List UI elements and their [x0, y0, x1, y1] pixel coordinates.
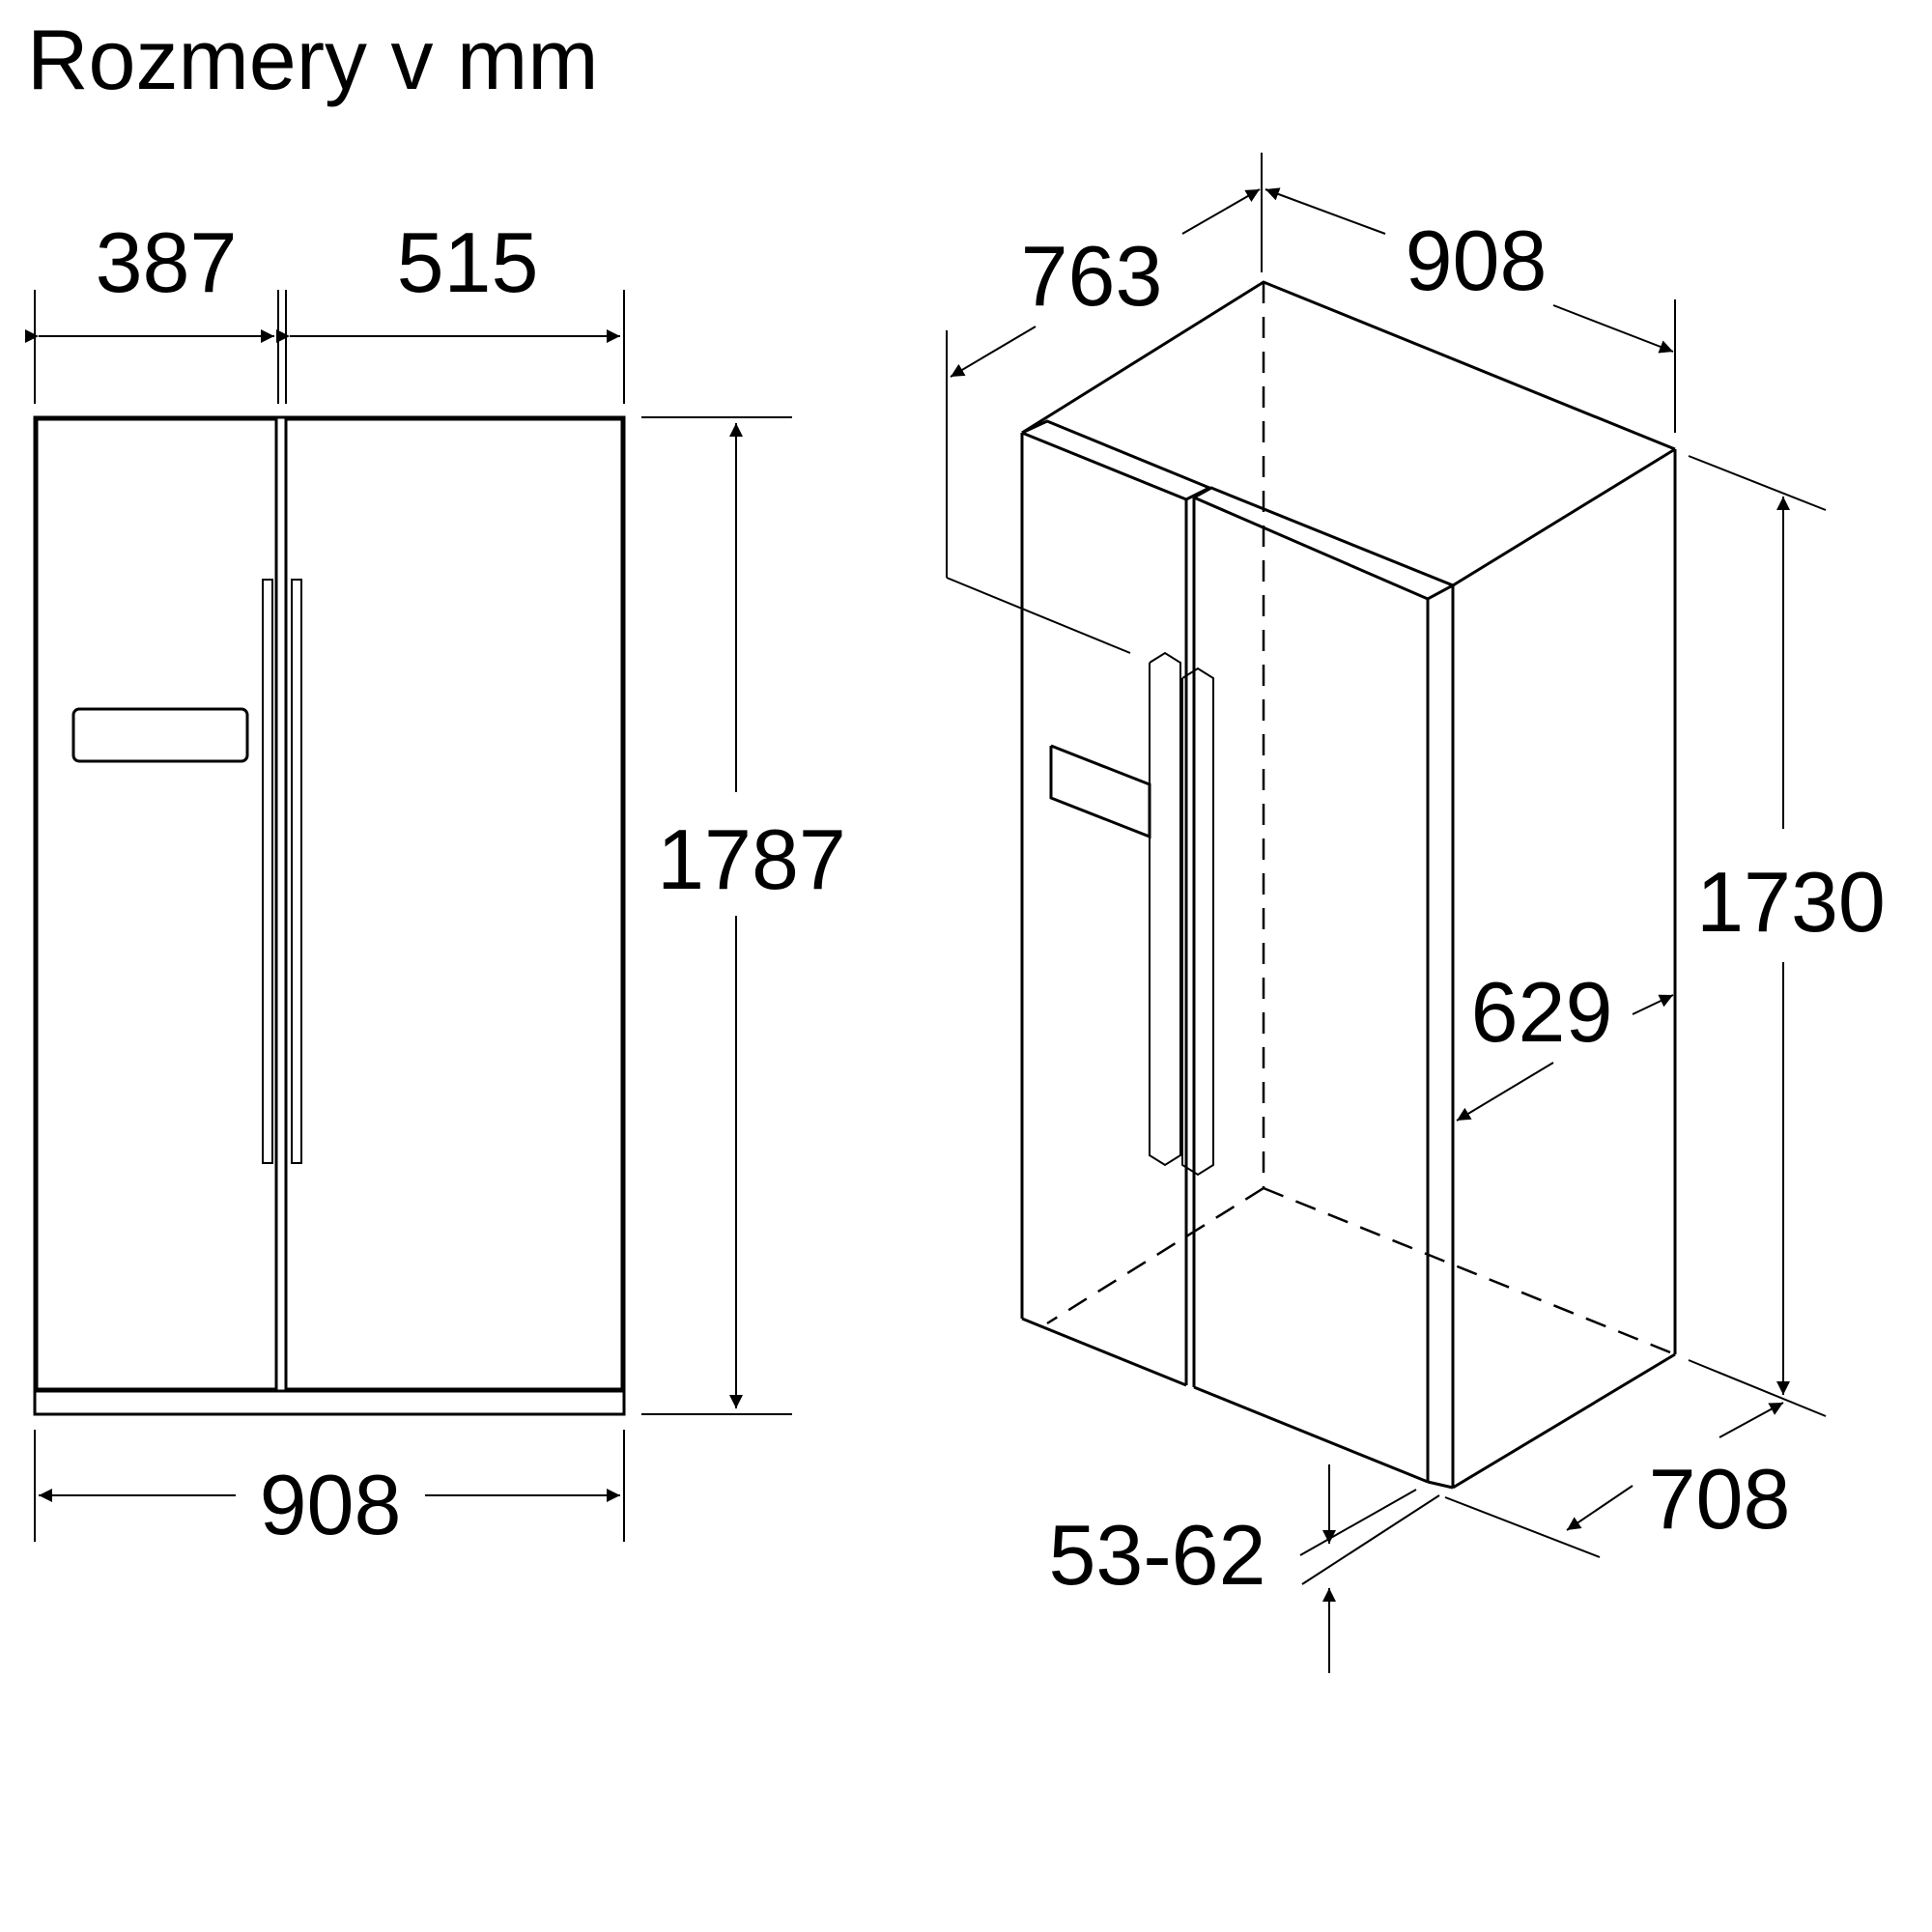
dim-arrow-908-iso-left [1264, 187, 1386, 235]
dim-label-1730: 1730 [1696, 854, 1886, 950]
dim-label-515: 515 [397, 214, 539, 310]
dim-arrow-908-iso-right [1552, 304, 1674, 354]
dispenser-panel [71, 707, 249, 763]
dim-label-763: 763 [1021, 228, 1163, 324]
dim-arrow-763-top [1181, 188, 1261, 235]
page-title: Rozmery v mm [27, 12, 599, 107]
dim-label-1787: 1787 [657, 811, 846, 907]
dim-arrow-708-up [1719, 1402, 1784, 1438]
right-door-bottom [1193, 1385, 1429, 1484]
ext-line [946, 577, 1131, 654]
left-door-top [1021, 419, 1213, 501]
dim-label-53-62: 53-62 [1048, 1507, 1265, 1603]
ext-line [1444, 1496, 1601, 1558]
right-door [284, 417, 624, 1391]
hidden-bottom-left [1046, 1186, 1264, 1325]
dim-arrow-629-left [1456, 1062, 1554, 1122]
left-handle [262, 579, 273, 1164]
top-front-right-edge [1452, 447, 1676, 587]
dim-label-908-iso: 908 [1406, 213, 1548, 308]
ext-line [1301, 1494, 1440, 1585]
ext-line [1688, 1359, 1827, 1417]
ext-line [1688, 455, 1827, 511]
left-door-bottom [1021, 1317, 1187, 1387]
dim-label-387: 387 [96, 214, 238, 310]
ext-line [1299, 1489, 1417, 1556]
fridge-body-outline [33, 415, 626, 1416]
dispenser-panel-iso [1049, 744, 1151, 839]
dim-label-708: 708 [1649, 1451, 1791, 1547]
dim-label-908-front: 908 [260, 1457, 402, 1552]
iso-view: 763 908 1730 629 708 53-62 [946, 153, 1886, 1673]
bottom-right-edge [1452, 1352, 1676, 1490]
left-handle-iso [1149, 651, 1181, 1167]
hidden-bottom-right [1263, 1186, 1676, 1356]
dim-label-629: 629 [1471, 964, 1613, 1060]
dim-arrow-629-right [1632, 994, 1674, 1015]
dim-arrow-763-bottom [950, 326, 1037, 378]
dim-arrow-708-down [1566, 1485, 1634, 1531]
right-door-top [1193, 486, 1457, 601]
door-body-join [1427, 1480, 1454, 1490]
right-handle [291, 579, 302, 1164]
front-view: 387 515 1787 908 [25, 214, 846, 1552]
right-handle-iso [1181, 667, 1214, 1177]
left-door [35, 417, 278, 1391]
